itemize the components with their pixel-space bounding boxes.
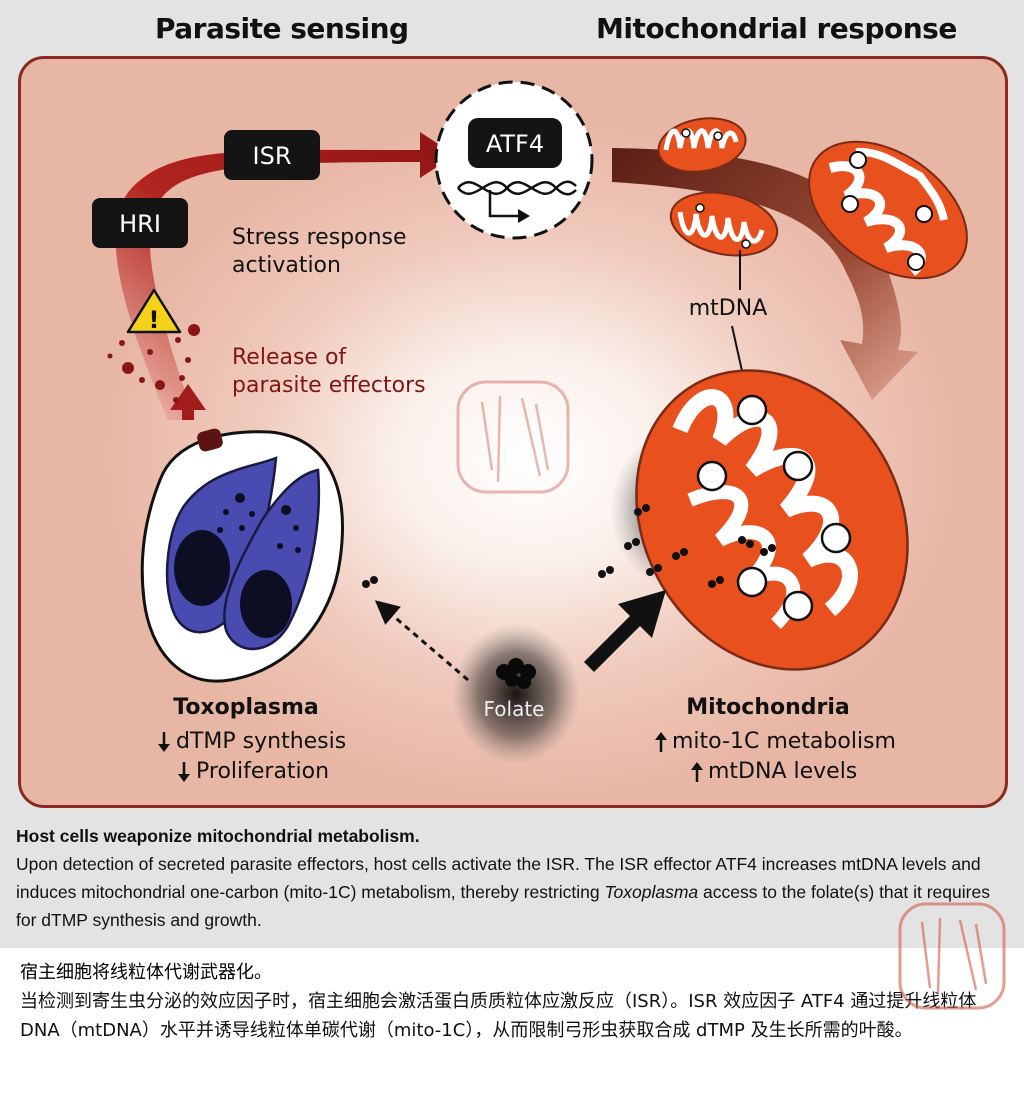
folate-glow	[452, 624, 580, 764]
caption-italic: Toxoplasma	[604, 882, 699, 902]
parasite-to-hri-arrow	[170, 384, 206, 420]
toxoplasma-cell	[140, 428, 344, 683]
isr-label: ISR	[253, 142, 292, 170]
diagram-artwork: HRI ISR Stress response activation ! Rel…	[92, 80, 968, 784]
mitochondria-line2: mtDNA levels	[708, 759, 857, 784]
mtdna-label: mtDNA	[689, 296, 768, 321]
atf4-nucleus: ATF4	[434, 80, 594, 240]
hri-box	[92, 198, 188, 248]
heading-parasite-sensing: Parasite sensing	[155, 12, 409, 45]
warning-icon: !	[126, 288, 182, 334]
release-line2: parasite effectors	[232, 373, 426, 398]
heading-mitochondrial-response: Mitochondrial response	[596, 12, 957, 45]
toxoplasma-title: Toxoplasma	[173, 695, 319, 720]
mito-up-arrow-1-icon	[655, 732, 667, 752]
chinese-title: 宿主细胞将线粒体代谢武器化。	[20, 962, 272, 983]
toxo-down-arrow-2-icon	[178, 762, 190, 782]
secretion-pore	[197, 428, 223, 452]
toxoplasma-line2: Proliferation	[196, 759, 329, 784]
mitochondria-line1: mito-1C metabolism	[672, 729, 896, 754]
caption-title: Host cells weaponize mitochondrial metab…	[16, 826, 420, 846]
seal-stamp	[898, 902, 1006, 1010]
stress-response-line1: Stress response	[232, 225, 407, 250]
warning-symbol: !	[149, 306, 160, 334]
atf4-box	[468, 118, 562, 168]
figure: Parasite sensing Mitochondrial response	[0, 0, 1024, 948]
mitochondria-title: Mitochondria	[686, 695, 850, 720]
caption-text-2: access to the folate(s) that it requires…	[16, 882, 990, 930]
isr-pathway-arrow	[115, 132, 456, 420]
effector-dots	[107, 324, 200, 403]
toxo-down-arrow-1-icon	[158, 732, 170, 752]
chinese-body: 当检测到寄生虫分泌的效应因子时，宿主细胞会激活蛋白质质粒体应激反应（ISR）。I…	[20, 991, 977, 1041]
figure-caption: Host cells weaponize mitochondrial metab…	[16, 822, 1006, 934]
atf4-label: ATF4	[486, 130, 544, 158]
caption-body: Upon detection of secreted parasite effe…	[16, 850, 1006, 934]
caption-text-1: Upon detection of secreted parasite effe…	[16, 854, 981, 902]
folate-to-mitochondria-arrow	[584, 590, 666, 672]
folate-icon	[496, 658, 536, 689]
folate-to-toxoplasma-arrow	[374, 600, 469, 682]
hri-label: HRI	[119, 210, 161, 238]
mitochondrion-small-1	[657, 117, 747, 173]
mitochondrion-small-2	[669, 191, 779, 257]
isr-box	[224, 130, 320, 180]
transcription-arrow-icon	[488, 190, 520, 218]
folate-molecules	[362, 504, 776, 588]
toxoplasma-line1: dTMP synthesis	[176, 729, 346, 754]
folate-label: Folate	[484, 697, 545, 721]
stress-response-line2: activation	[232, 253, 341, 278]
chinese-translation: 宿主细胞将线粒体代谢武器化。 当检测到寄生虫分泌的效应因子时，宿主细胞会激活蛋白…	[20, 958, 1010, 1045]
mitochondrion-large	[635, 369, 909, 671]
dna-helix-icon	[457, 180, 577, 195]
seal-watermark	[456, 380, 570, 494]
mitochondrion-medium	[808, 140, 968, 280]
mito-up-arrow-2-icon	[691, 762, 703, 782]
release-line1: Release of	[232, 345, 347, 370]
